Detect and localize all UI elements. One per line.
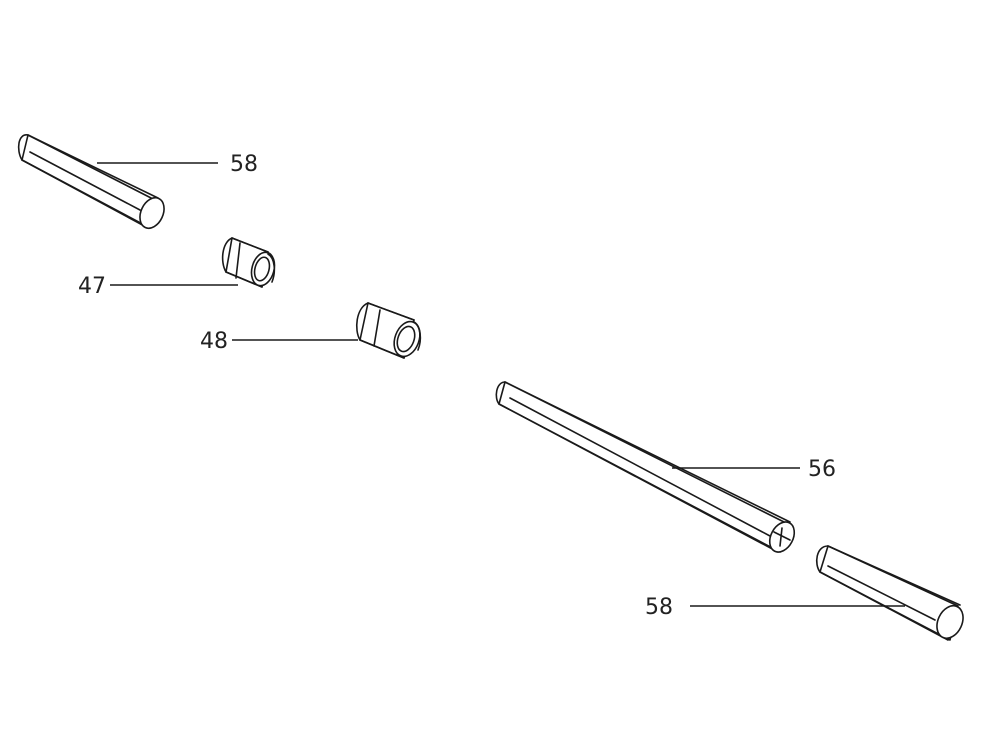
tube-part-56: [495, 381, 796, 553]
tube-part-58-top: [17, 134, 165, 230]
connector-part-48: [355, 302, 422, 359]
tube-part-58-bottom: [815, 545, 964, 641]
callout-48: 48: [200, 329, 228, 354]
callout-58-top: 58: [230, 152, 258, 177]
callout-47: 47: [78, 274, 106, 299]
callout-56: 56: [808, 457, 836, 482]
connector-part-47: [221, 237, 276, 288]
callout-58-bottom: 58: [645, 595, 673, 620]
